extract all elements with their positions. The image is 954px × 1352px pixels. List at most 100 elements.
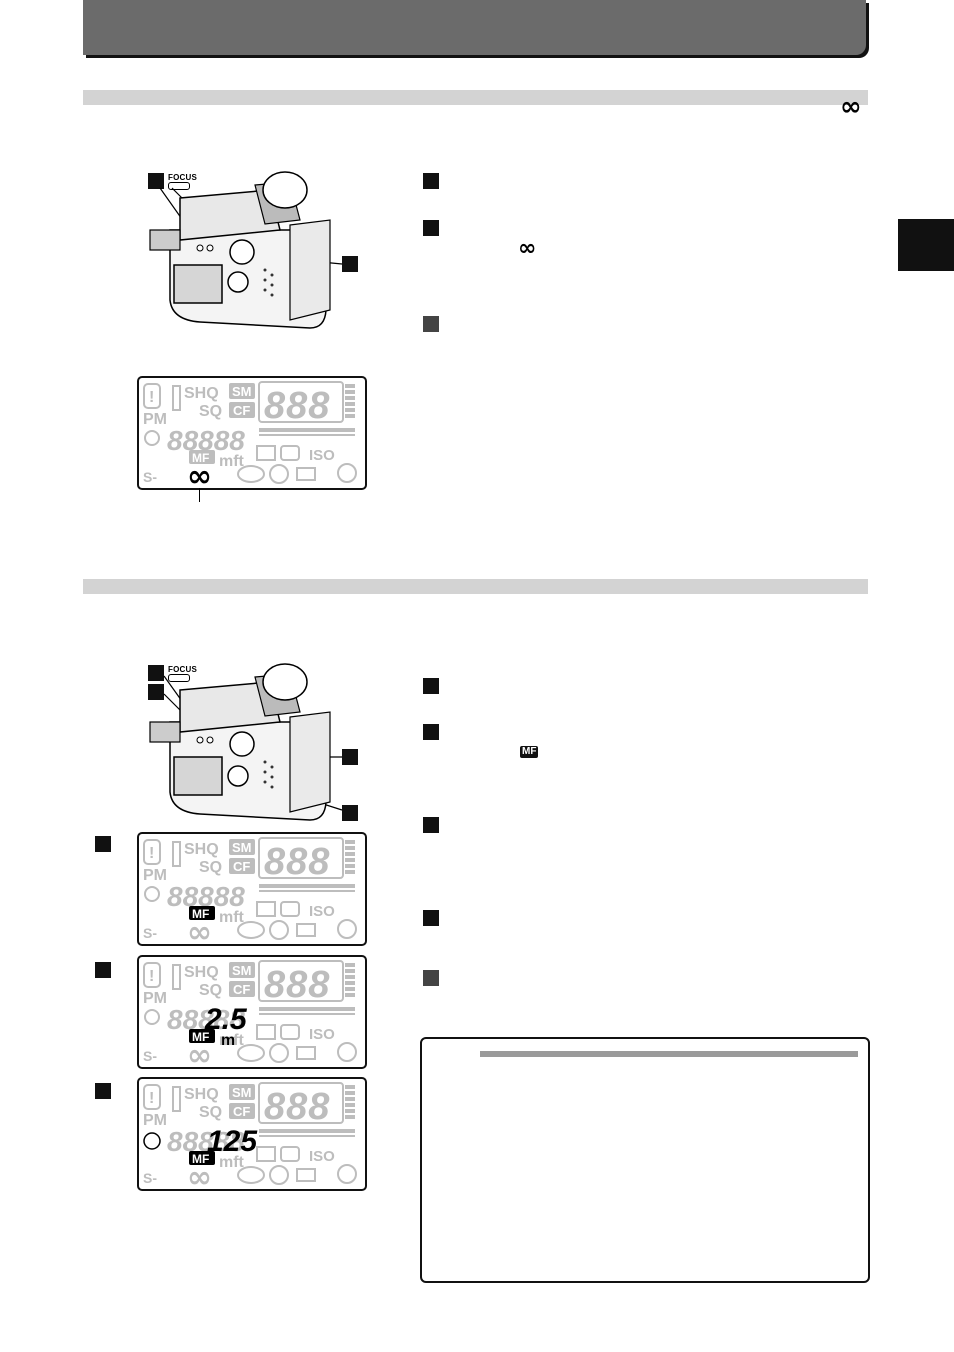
svg-text:SQ: SQ bbox=[199, 403, 222, 420]
lcd-active-value: 2.5 bbox=[204, 1003, 248, 1036]
lcd-sequence-icon bbox=[296, 923, 316, 937]
lcd-sm: SM bbox=[232, 1085, 252, 1100]
camera-illustration-2: FOCUS bbox=[140, 660, 370, 830]
lcd-s-macro: S- bbox=[143, 1048, 157, 1064]
lcd-infinity-active: ∞ bbox=[187, 459, 212, 488]
step-5-marker bbox=[423, 970, 439, 986]
lcd-aperture-icon bbox=[144, 886, 160, 902]
callout-square bbox=[342, 749, 358, 765]
section-heading-bar-2 bbox=[83, 579, 868, 594]
svg-text:ISO: ISO bbox=[309, 447, 335, 464]
lcd-pm: PM bbox=[143, 990, 167, 1007]
lcd-mft: mft bbox=[219, 1154, 245, 1171]
lcd-selftimer-icon bbox=[337, 919, 357, 939]
svg-text:888: 888 bbox=[264, 385, 330, 427]
svg-text:SM: SM bbox=[232, 384, 252, 399]
lcd-callout-3 bbox=[95, 1083, 111, 1099]
lcd-eye-icon bbox=[237, 921, 265, 939]
callout-square bbox=[342, 805, 358, 821]
lcd-sq: SQ bbox=[199, 982, 222, 999]
lcd-flash-icon bbox=[269, 1165, 289, 1185]
lcd-iso: ISO bbox=[309, 1026, 335, 1043]
callout-square bbox=[148, 684, 164, 700]
lcd-selftimer-icon bbox=[337, 1042, 357, 1062]
lcd-frame-digits: 888 bbox=[264, 1086, 330, 1128]
lcd-iso: ISO bbox=[309, 1148, 335, 1165]
lcd-shq: SHQ bbox=[184, 385, 219, 402]
callout-square bbox=[342, 256, 358, 272]
lcd-shq: SHQ bbox=[184, 841, 219, 858]
camera-drawing bbox=[149, 663, 343, 821]
lcd-warning-icon: ! bbox=[149, 968, 154, 985]
lcd-sq: SQ bbox=[199, 1104, 222, 1121]
lcd-mft: mft bbox=[219, 1032, 245, 1049]
lcd-mf-active bbox=[189, 1029, 215, 1043]
svg-text:CF: CF bbox=[233, 403, 250, 418]
step-3-marker bbox=[423, 316, 439, 332]
lcd-mf-label: MF bbox=[192, 907, 209, 921]
lcd-eye-icon bbox=[237, 1166, 265, 1184]
callout-square bbox=[148, 665, 164, 681]
note-title-rule bbox=[480, 1051, 858, 1057]
step-2-marker bbox=[423, 724, 439, 740]
lcd-s-macro: S- bbox=[143, 925, 157, 941]
svg-text:S-: S- bbox=[143, 469, 157, 485]
lcd-mf-label: MF bbox=[192, 1030, 209, 1044]
lcd-sq: SQ bbox=[199, 859, 222, 876]
lcd-flash-icon bbox=[269, 1043, 289, 1063]
lcd-mf-active bbox=[189, 906, 215, 920]
focus-button-icon bbox=[168, 674, 190, 682]
lcd-panel-1: ! SHQ SM SQ CF PM 888 88888 mft MF ISO bbox=[137, 376, 367, 490]
lcd-pm: PM bbox=[143, 867, 167, 884]
lcd-warning-icon: ! bbox=[149, 845, 154, 862]
focus-button-label: FOCUS bbox=[168, 665, 197, 674]
lcd-cf: CF bbox=[233, 1104, 250, 1119]
lcd-mf-active bbox=[189, 1151, 215, 1165]
step-1-marker bbox=[423, 173, 439, 189]
svg-text:!: ! bbox=[149, 389, 154, 406]
camera-drawing bbox=[149, 171, 343, 329]
lcd-mft: mft bbox=[219, 909, 245, 926]
svg-text:PM: PM bbox=[143, 411, 167, 428]
lcd-active-unit: m bbox=[221, 1032, 235, 1049]
lcd-shq: SHQ bbox=[184, 964, 219, 981]
lcd-active-value: 125 bbox=[207, 1125, 258, 1158]
lcd-cf: CF bbox=[233, 859, 250, 874]
lcd-s-macro: S- bbox=[143, 1170, 157, 1186]
lcd-selftimer-icon bbox=[337, 1164, 357, 1184]
lcd-callout-1 bbox=[95, 836, 111, 852]
lcd-pm: PM bbox=[143, 1112, 167, 1129]
lcd-frame-digits: 888 bbox=[264, 841, 330, 883]
lcd-mf-label: MF bbox=[192, 1152, 209, 1166]
lcd-warning-icon: ! bbox=[149, 1090, 154, 1107]
lcd-display: ! SHQ SM SQ CF PM 888 88888 mft MF ISO bbox=[143, 381, 357, 488]
lcd-callout-2 bbox=[95, 962, 111, 978]
lcd-shq: SHQ bbox=[184, 1086, 219, 1103]
lcd-frame-digits: 888 bbox=[264, 964, 330, 1006]
step-4-marker bbox=[423, 910, 439, 926]
lcd-sm: SM bbox=[232, 963, 252, 978]
svg-text:mft: mft bbox=[219, 453, 245, 470]
lcd-sequence-icon bbox=[296, 1168, 316, 1182]
lcd-eye-icon bbox=[237, 1044, 265, 1062]
focus-button-label: FOCUS bbox=[168, 173, 197, 182]
callout-line bbox=[199, 488, 200, 502]
camera-illustration-1: FOCUS bbox=[140, 160, 370, 335]
focus-button-icon bbox=[168, 182, 190, 190]
svg-text:MF: MF bbox=[192, 451, 209, 465]
infinity-icon: ∞ bbox=[518, 236, 537, 261]
page-header-band bbox=[83, 0, 866, 55]
lcd-aperture-icon bbox=[144, 1009, 160, 1025]
infinity-icon: ∞ bbox=[840, 92, 862, 122]
lcd-sequence-icon bbox=[296, 1046, 316, 1060]
mf-icon: MF bbox=[520, 746, 539, 758]
lcd-iso: ISO bbox=[309, 903, 335, 920]
lcd-cf: CF bbox=[233, 982, 250, 997]
note-box bbox=[420, 1037, 870, 1283]
